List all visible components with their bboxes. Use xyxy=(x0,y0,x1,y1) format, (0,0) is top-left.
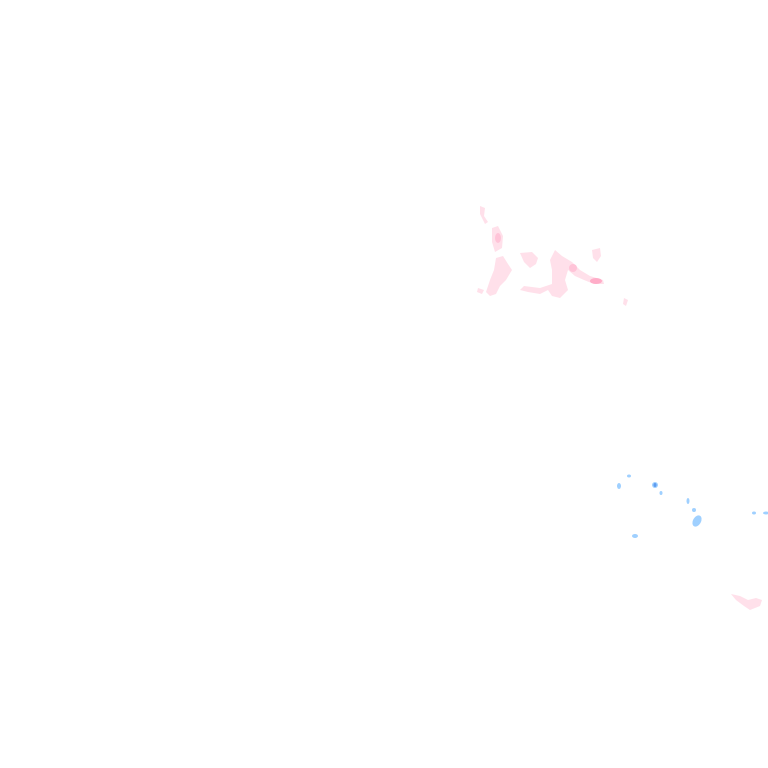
mixed-precipitation-core xyxy=(495,233,602,284)
precip-cell xyxy=(520,252,538,268)
precip-cell xyxy=(480,206,488,224)
rain-cell xyxy=(659,491,663,495)
rain-cell xyxy=(692,508,696,512)
precip-cell xyxy=(520,250,604,298)
precip-cell xyxy=(592,248,601,262)
precip-cell xyxy=(486,256,512,296)
rain-cell xyxy=(763,511,768,515)
rain-cell xyxy=(686,498,690,504)
rain-cell xyxy=(752,511,756,515)
rain-cell xyxy=(617,483,621,489)
precip-cell xyxy=(731,594,762,610)
rain-cell xyxy=(632,534,638,538)
rain-cell xyxy=(692,515,702,527)
precip-core xyxy=(590,278,602,284)
rain-core xyxy=(653,483,657,487)
rain-cluster xyxy=(617,474,768,538)
precip-core xyxy=(495,233,501,243)
precip-core xyxy=(569,264,577,272)
precip-cell xyxy=(623,298,628,306)
mixed-precipitation-cluster xyxy=(477,206,762,610)
rain-cell xyxy=(627,474,631,478)
precip-cell xyxy=(477,288,484,294)
